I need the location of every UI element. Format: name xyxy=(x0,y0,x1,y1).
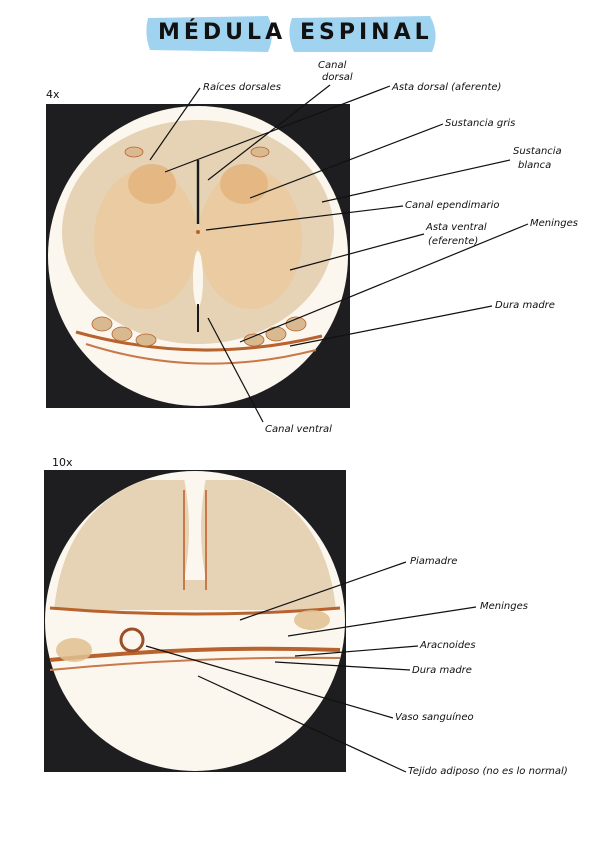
leader-lines xyxy=(0,0,600,848)
